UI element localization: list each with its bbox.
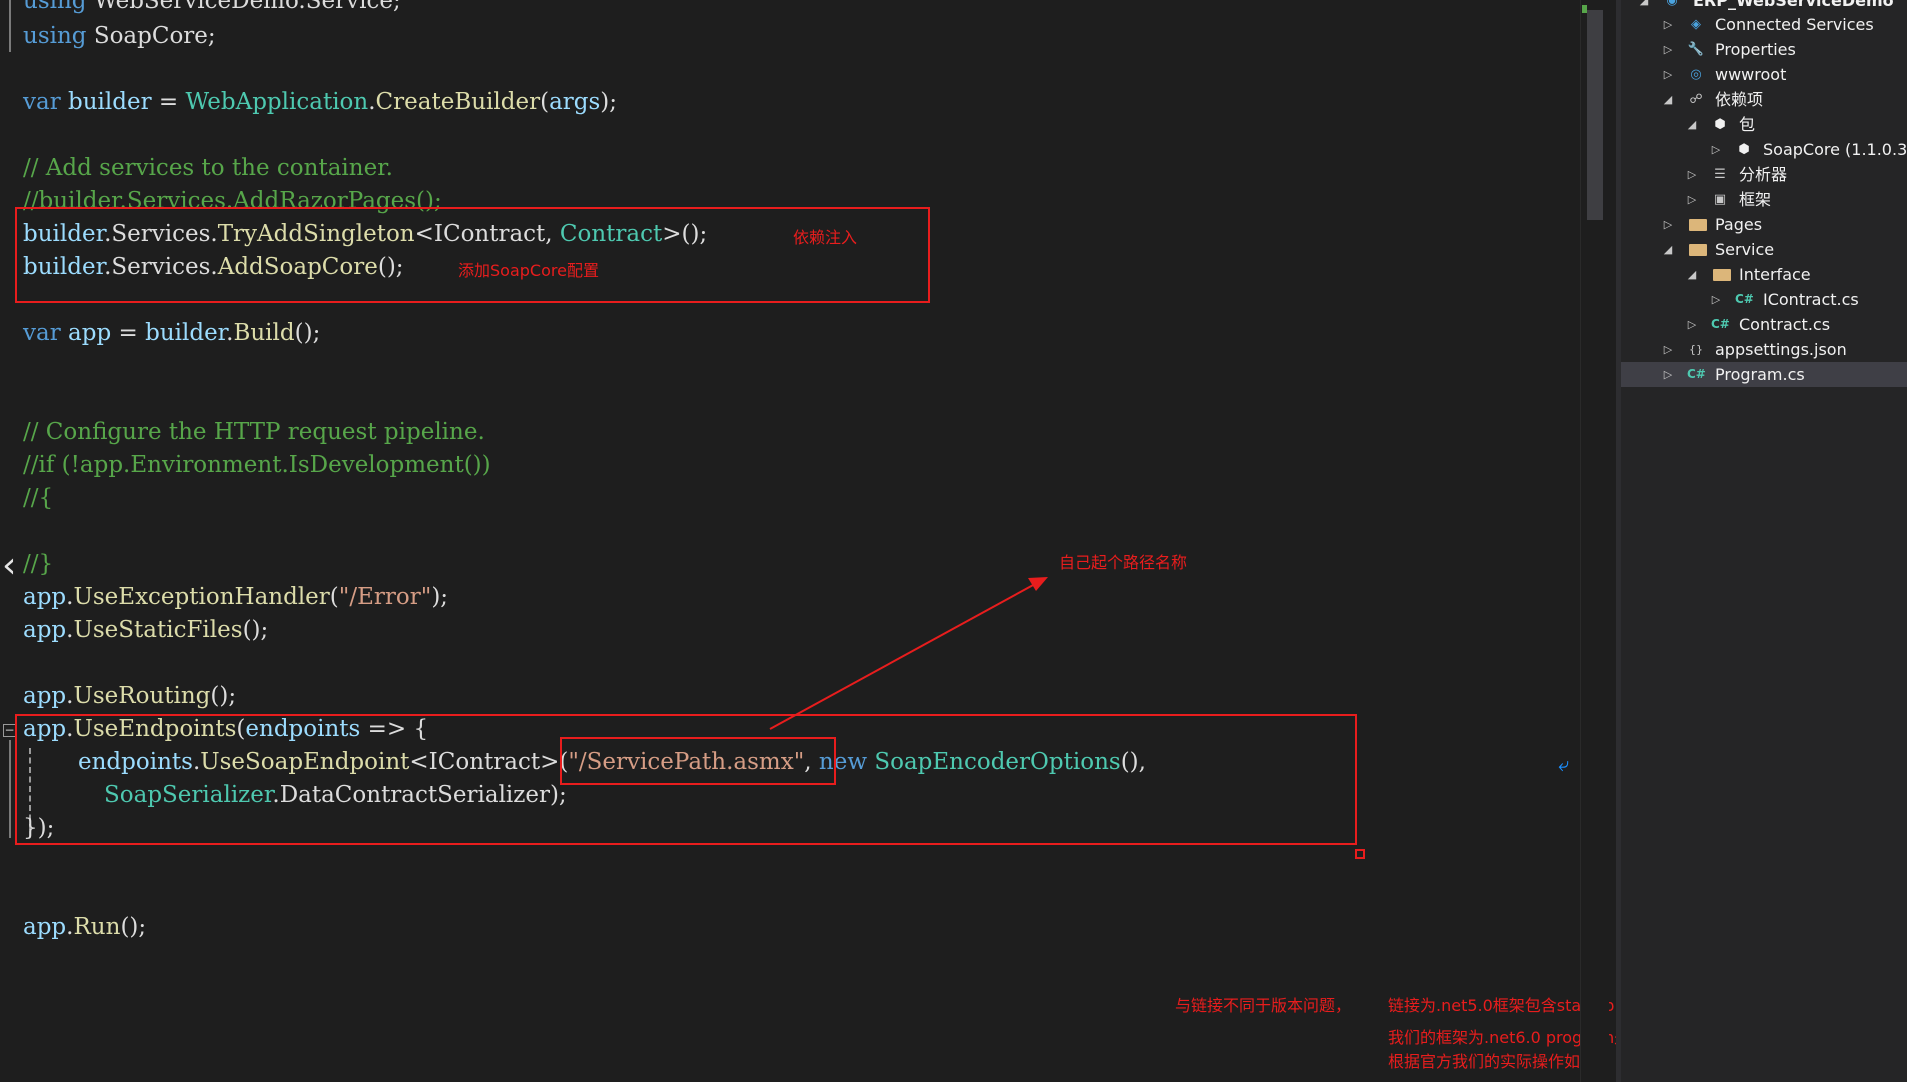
tree-project[interactable]: ◢ ◉ ERP_WebServiceDemo: [1621, 0, 1907, 13]
tree-item-soapcore[interactable]: ▷ ⬢ SoapCore (1.1.0.38: [1621, 137, 1907, 162]
block-guide: [9, 740, 11, 838]
collapsed-arrow-icon[interactable]: ▷: [1663, 218, 1673, 231]
expanded-arrow-icon[interactable]: ◢: [1663, 243, 1673, 256]
tree-item-icontract[interactable]: ▷ C# IContract.cs: [1621, 287, 1907, 312]
tree-item-contract[interactable]: ▷ C# Contract.cs: [1621, 312, 1907, 337]
code-comment: //}: [23, 551, 54, 577]
collapsed-arrow-icon[interactable]: ▷: [1711, 293, 1721, 306]
code-comment: //if (!app.Environment.IsDevelopment()): [23, 452, 491, 478]
collapsed-arrow-icon[interactable]: ▷: [1711, 143, 1721, 156]
tree-item-frameworks[interactable]: ▷ ▣ 框架: [1621, 187, 1907, 212]
annotation-soapcore: 添加SoapCore配置: [458, 261, 599, 280]
expanded-arrow-icon[interactable]: ◢: [1687, 268, 1697, 281]
tree-item-properties[interactable]: ▷ 🔧 Properties: [1621, 37, 1907, 62]
collapsed-arrow-icon[interactable]: ▷: [1663, 18, 1673, 31]
code-comment: //{: [23, 485, 54, 511]
annotation-note2: 链接为.net5.0框架包含startup.cs: [1388, 996, 1637, 1015]
globe-icon: ◎: [1690, 67, 1702, 82]
folder-icon: [1689, 219, 1707, 231]
tree-item-wwwroot[interactable]: ▷ ◎ wwwroot: [1621, 62, 1907, 87]
tree-item-pages[interactable]: ▷ Pages: [1621, 212, 1907, 237]
collapsed-arrow-icon[interactable]: ▷: [1663, 43, 1673, 56]
collapsed-arrow-icon[interactable]: ▷: [1663, 368, 1673, 381]
endpoints-highlight-box: [15, 714, 1357, 845]
json-file-icon: {}: [1689, 343, 1703, 356]
csharp-file-icon: C#: [1735, 292, 1754, 306]
using-block-guide: [9, 0, 11, 52]
code-editor[interactable]: using WebServiceDemo.Service; using Soap…: [0, 0, 1758, 1082]
project-icon: ◉: [1666, 0, 1678, 8]
path-highlight-box: [560, 737, 836, 785]
analyzer-icon: ☰: [1714, 167, 1726, 182]
change-marker: [1582, 5, 1587, 13]
tree-item-analyzers[interactable]: ▷ ☰ 分析器: [1621, 162, 1907, 187]
code-line: using WebServiceDemo.Service;: [23, 0, 401, 14]
code-line: builder.Services.AddSoapCore();: [23, 254, 404, 280]
collapsed-arrow-icon[interactable]: ▷: [1663, 68, 1673, 81]
tree-item-packages[interactable]: ◢ ⬢ 包: [1621, 112, 1907, 137]
csharp-file-icon: C#: [1711, 317, 1730, 331]
scrollbar-thumb[interactable]: [1587, 10, 1603, 220]
code-comment: // Add services to the container.: [23, 155, 393, 181]
dependencies-icon: ☍: [1689, 92, 1703, 107]
framework-icon: ▣: [1713, 192, 1727, 207]
panel-splitter[interactable]: [1616, 0, 1621, 1082]
tree-item-connected-services[interactable]: ▷ ◈ Connected Services: [1621, 12, 1907, 37]
folder-icon: [1713, 269, 1731, 281]
code-comment: //builder.Services.AddRazorPages();: [23, 188, 442, 214]
code-comment: // Configure the HTTP request pipeline.: [23, 419, 485, 445]
expanded-arrow-icon[interactable]: ◢: [1639, 0, 1649, 7]
code-line: app.UseRouting();: [23, 683, 237, 709]
tree-item-appsettings[interactable]: ▷ {} appsettings.json: [1621, 337, 1907, 362]
code-line: var builder = WebApplication.CreateBuild…: [23, 89, 618, 115]
code-line: builder.Services.TryAddSingleton<IContra…: [23, 221, 708, 247]
di-highlight-box: [15, 207, 930, 303]
collapsed-arrow-icon[interactable]: ▷: [1663, 343, 1673, 356]
annotation-di: 依赖注入: [793, 228, 858, 247]
solution-explorer: ◢ ◉ ERP_WebServiceDemo ▷ ◈ Connected Ser…: [1621, 0, 1907, 1082]
annotation-path: 自己起个路径名称: [1059, 553, 1188, 572]
code-line: app.UseEndpoints(endpoints => {: [23, 716, 429, 742]
properties-icon: 🔧: [1687, 42, 1705, 57]
tree-item-dependencies[interactable]: ◢ ☍ 依赖项: [1621, 87, 1907, 112]
code-line: app.UseStaticFiles();: [23, 617, 269, 643]
code-line: using SoapCore;: [23, 23, 216, 49]
package-icon: ⬢: [1714, 117, 1726, 132]
csharp-file-icon: C#: [1687, 367, 1706, 381]
code-line: var app = builder.Build();: [23, 320, 321, 346]
annotation-note1: 与链接不同于版本问题，: [1175, 996, 1352, 1015]
collapse-chevron-icon[interactable]: ‹: [2, 545, 17, 586]
collapsed-arrow-icon[interactable]: ▷: [1687, 193, 1697, 206]
connected-services-icon: ◈: [1691, 17, 1701, 32]
tree-item-interface[interactable]: ◢ Interface: [1621, 262, 1907, 287]
code-line: endpoints.UseSoapEndpoint<IContract>("/S…: [78, 749, 1146, 775]
tree-item-service[interactable]: ◢ Service: [1621, 237, 1907, 262]
code-line: SoapSerializer.DataContractSerializer);: [104, 782, 567, 808]
tree-item-program[interactable]: ▷ C# Program.cs: [1621, 362, 1907, 387]
word-wrap-icon: ⤶: [1558, 752, 1570, 776]
collapsed-arrow-icon[interactable]: ▷: [1687, 168, 1697, 181]
vertical-scrollbar[interactable]: [1580, 0, 1609, 1082]
collapsed-arrow-icon[interactable]: ▷: [1687, 318, 1697, 331]
code-line: app.UseExceptionHandler("/Error");: [23, 584, 449, 610]
annotation-note4: 根据官方我们的实际操作如图: [1388, 1052, 1597, 1071]
code-line: app.Run();: [23, 914, 147, 940]
expanded-arrow-icon[interactable]: ◢: [1663, 93, 1673, 106]
expanded-arrow-icon[interactable]: ◢: [1687, 118, 1697, 131]
nuget-package-icon: ⬢: [1738, 142, 1750, 157]
resize-handle[interactable]: [1355, 849, 1365, 859]
code-line: });: [23, 815, 55, 841]
folder-icon: [1689, 244, 1707, 256]
indent-guide: [29, 748, 31, 830]
